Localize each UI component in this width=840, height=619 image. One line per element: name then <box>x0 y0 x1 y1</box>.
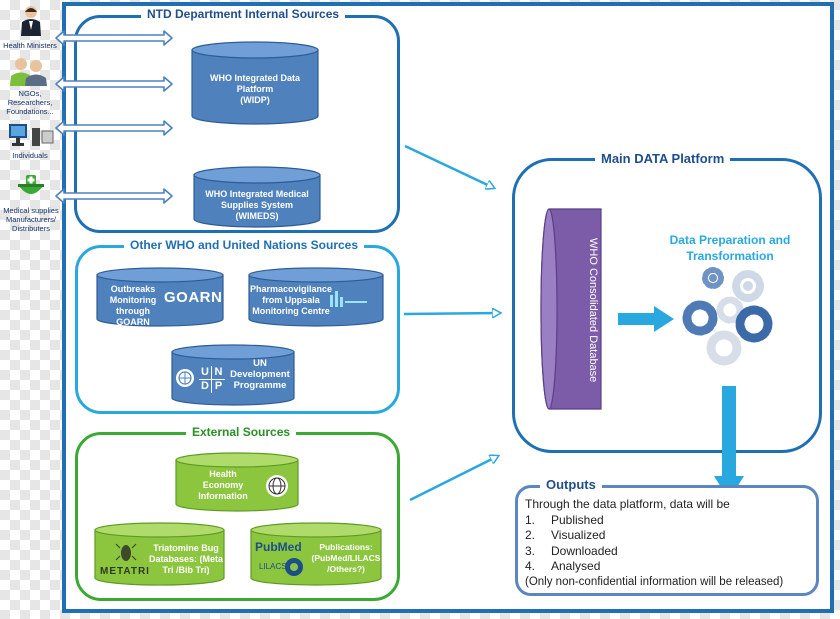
arrow-ntd-to-platform <box>404 144 494 188</box>
outputs-num-1: 1. <box>525 512 536 527</box>
stakeholder-double-arrows <box>55 30 173 204</box>
double-arrow-medical <box>55 188 173 204</box>
undp-letter-u: U <box>199 366 212 380</box>
health-line-2: Economy <box>202 480 244 490</box>
widp-line-1: WHO Integrated Data <box>209 73 300 83</box>
outputs-item-2-label: Visualized <box>551 528 606 542</box>
undp-line-3: Programme <box>233 380 287 391</box>
stakeholder-label-ministers: Health Ministers <box>3 41 57 50</box>
triatomine-cylinder: METATRI Triatomine Bug Databases: (Meta … <box>94 522 225 586</box>
lilacs-logo-icon <box>285 558 303 576</box>
undp-line-2: Development <box>230 369 290 380</box>
outputs-num-2: 2. <box>525 528 536 542</box>
outputs-item-4: 4. Analysed <box>525 559 815 575</box>
stakeholder-label-ngos: NGOs, Researchers, Foundations... <box>6 89 54 116</box>
prep-title: Data Preparation and Transformation <box>669 233 791 263</box>
stakeholder-column: Health Ministers NGOs, Researchers, Foun… <box>0 0 60 240</box>
outputs-item-2: 2. Visualized <box>525 528 815 544</box>
un-emblem-icon <box>176 369 194 387</box>
outputs-item-3: 3. Downloaded <box>525 544 815 560</box>
pub-line-2: (PubMed/LILACS <box>311 553 381 563</box>
stakeholder-label-medical: Medical supplies Manufacturers/ Distribu… <box>3 206 59 233</box>
computer-icon <box>9 124 54 146</box>
other-sources-title: Other WHO and United Nations Sources <box>124 238 365 252</box>
pharma-line-1: Pharmacovigilance <box>250 284 333 294</box>
undp-cylinder: U N D P UN Development Programme <box>171 344 295 406</box>
pubmed-logo: PubMed <box>255 540 302 554</box>
health-line-1: Health <box>209 469 237 479</box>
ntd-sources-title: NTD Department Internal Sources <box>141 7 346 21</box>
pub-line-1: Publications: <box>319 542 373 552</box>
source-to-platform-arrows <box>403 144 500 502</box>
health-economy-cylinder: Health Economy Information <box>175 452 299 512</box>
goarn-line-1: Outbreaks <box>110 284 156 294</box>
goarn-line-2: Monitoring <box>109 295 157 305</box>
widp-line-3: (WIDP) <box>240 95 270 105</box>
stakeholder-label-individuals: Individuals <box>12 151 48 160</box>
widp-cylinder: WHO Integrated Data Platform (WIDP) <box>191 41 319 125</box>
widp-line-2: Platform <box>236 84 274 94</box>
gears-icon <box>682 267 773 366</box>
pharma-line-3: Monitoring Centre <box>252 306 330 316</box>
minister-icon <box>21 6 41 36</box>
arrow-external-to-platform <box>409 456 498 502</box>
globe-icon <box>266 475 288 497</box>
goarn-line-3: through GOARN <box>116 306 150 327</box>
publications-cylinder: PubMed LILACS Publications: (PubMed/LILA… <box>250 522 382 586</box>
main-platform-title: Main DATA Platform <box>595 151 731 166</box>
metatri-logo: METATRI <box>100 566 150 577</box>
undp-letter-d: D <box>199 380 212 393</box>
outputs-title: Outputs <box>540 477 602 492</box>
outputs-item-4-label: Analysed <box>551 559 601 573</box>
undp-line-1: UN <box>253 358 267 369</box>
wimeds-line-3: (WIMEDS) <box>235 211 279 221</box>
outputs-content: Through the data platform, data will be … <box>525 497 815 590</box>
pharmacovigilance-cylinder: Pharmacovigilance from Uppsala Monitorin… <box>248 267 384 327</box>
lilacs-logo: LILACS <box>259 562 287 571</box>
pharma-line-2: from Uppsala <box>262 295 320 305</box>
consolidated-db-label: WHO Consolidated Database <box>587 237 599 383</box>
double-arrow-individuals <box>55 120 173 136</box>
outputs-item-1-label: Published <box>551 512 604 527</box>
goarn-cylinder: Outbreaks Monitoring through GOARN GOARN <box>96 267 224 327</box>
triatomine-line-3: Tri /Bib Tri) <box>162 565 210 575</box>
health-line-3: Information <box>198 491 248 501</box>
outputs-num-3: 3. <box>525 543 536 558</box>
triatomine-line-1: Triatomine Bug <box>153 543 219 553</box>
outputs-intro: Through the data platform, data will be <box>525 497 730 511</box>
uppsala-logo-icon <box>330 291 367 307</box>
wimeds-line-1: WHO Integrated Medical <box>205 189 309 199</box>
db-to-gears-arrow <box>618 306 674 332</box>
outputs-item-3-label: Downloaded <box>551 543 618 558</box>
people-icon <box>10 58 47 86</box>
undp-letter-p: P <box>214 380 223 392</box>
goarn-logo: GOARN <box>164 289 223 306</box>
pub-line-3: /Others?) <box>327 564 365 574</box>
outputs-item-1: 1. Published <box>525 513 815 529</box>
wimeds-cylinder: WHO Integrated Medical Supplies System (… <box>193 166 321 228</box>
double-arrow-ministers <box>55 30 173 46</box>
undp-logo: U N D P <box>199 366 225 393</box>
medical-kit-icon <box>18 175 44 194</box>
bug-icon <box>115 543 137 561</box>
undp-letter-n: N <box>212 366 225 380</box>
wimeds-line-2: Supplies System <box>220 200 294 210</box>
outputs-note: (Only non-confidential information will … <box>525 575 784 588</box>
triatomine-line-2: Databases: (Meta <box>148 554 224 564</box>
double-arrow-ngos <box>55 76 173 92</box>
outputs-box <box>515 485 819 596</box>
arrow-other-to-platform <box>403 313 500 314</box>
external-sources-title: External Sources <box>186 425 297 439</box>
outputs-num-4: 4. <box>525 559 536 573</box>
consolidated-db-cylinder: WHO Consolidated Database <box>540 208 610 410</box>
